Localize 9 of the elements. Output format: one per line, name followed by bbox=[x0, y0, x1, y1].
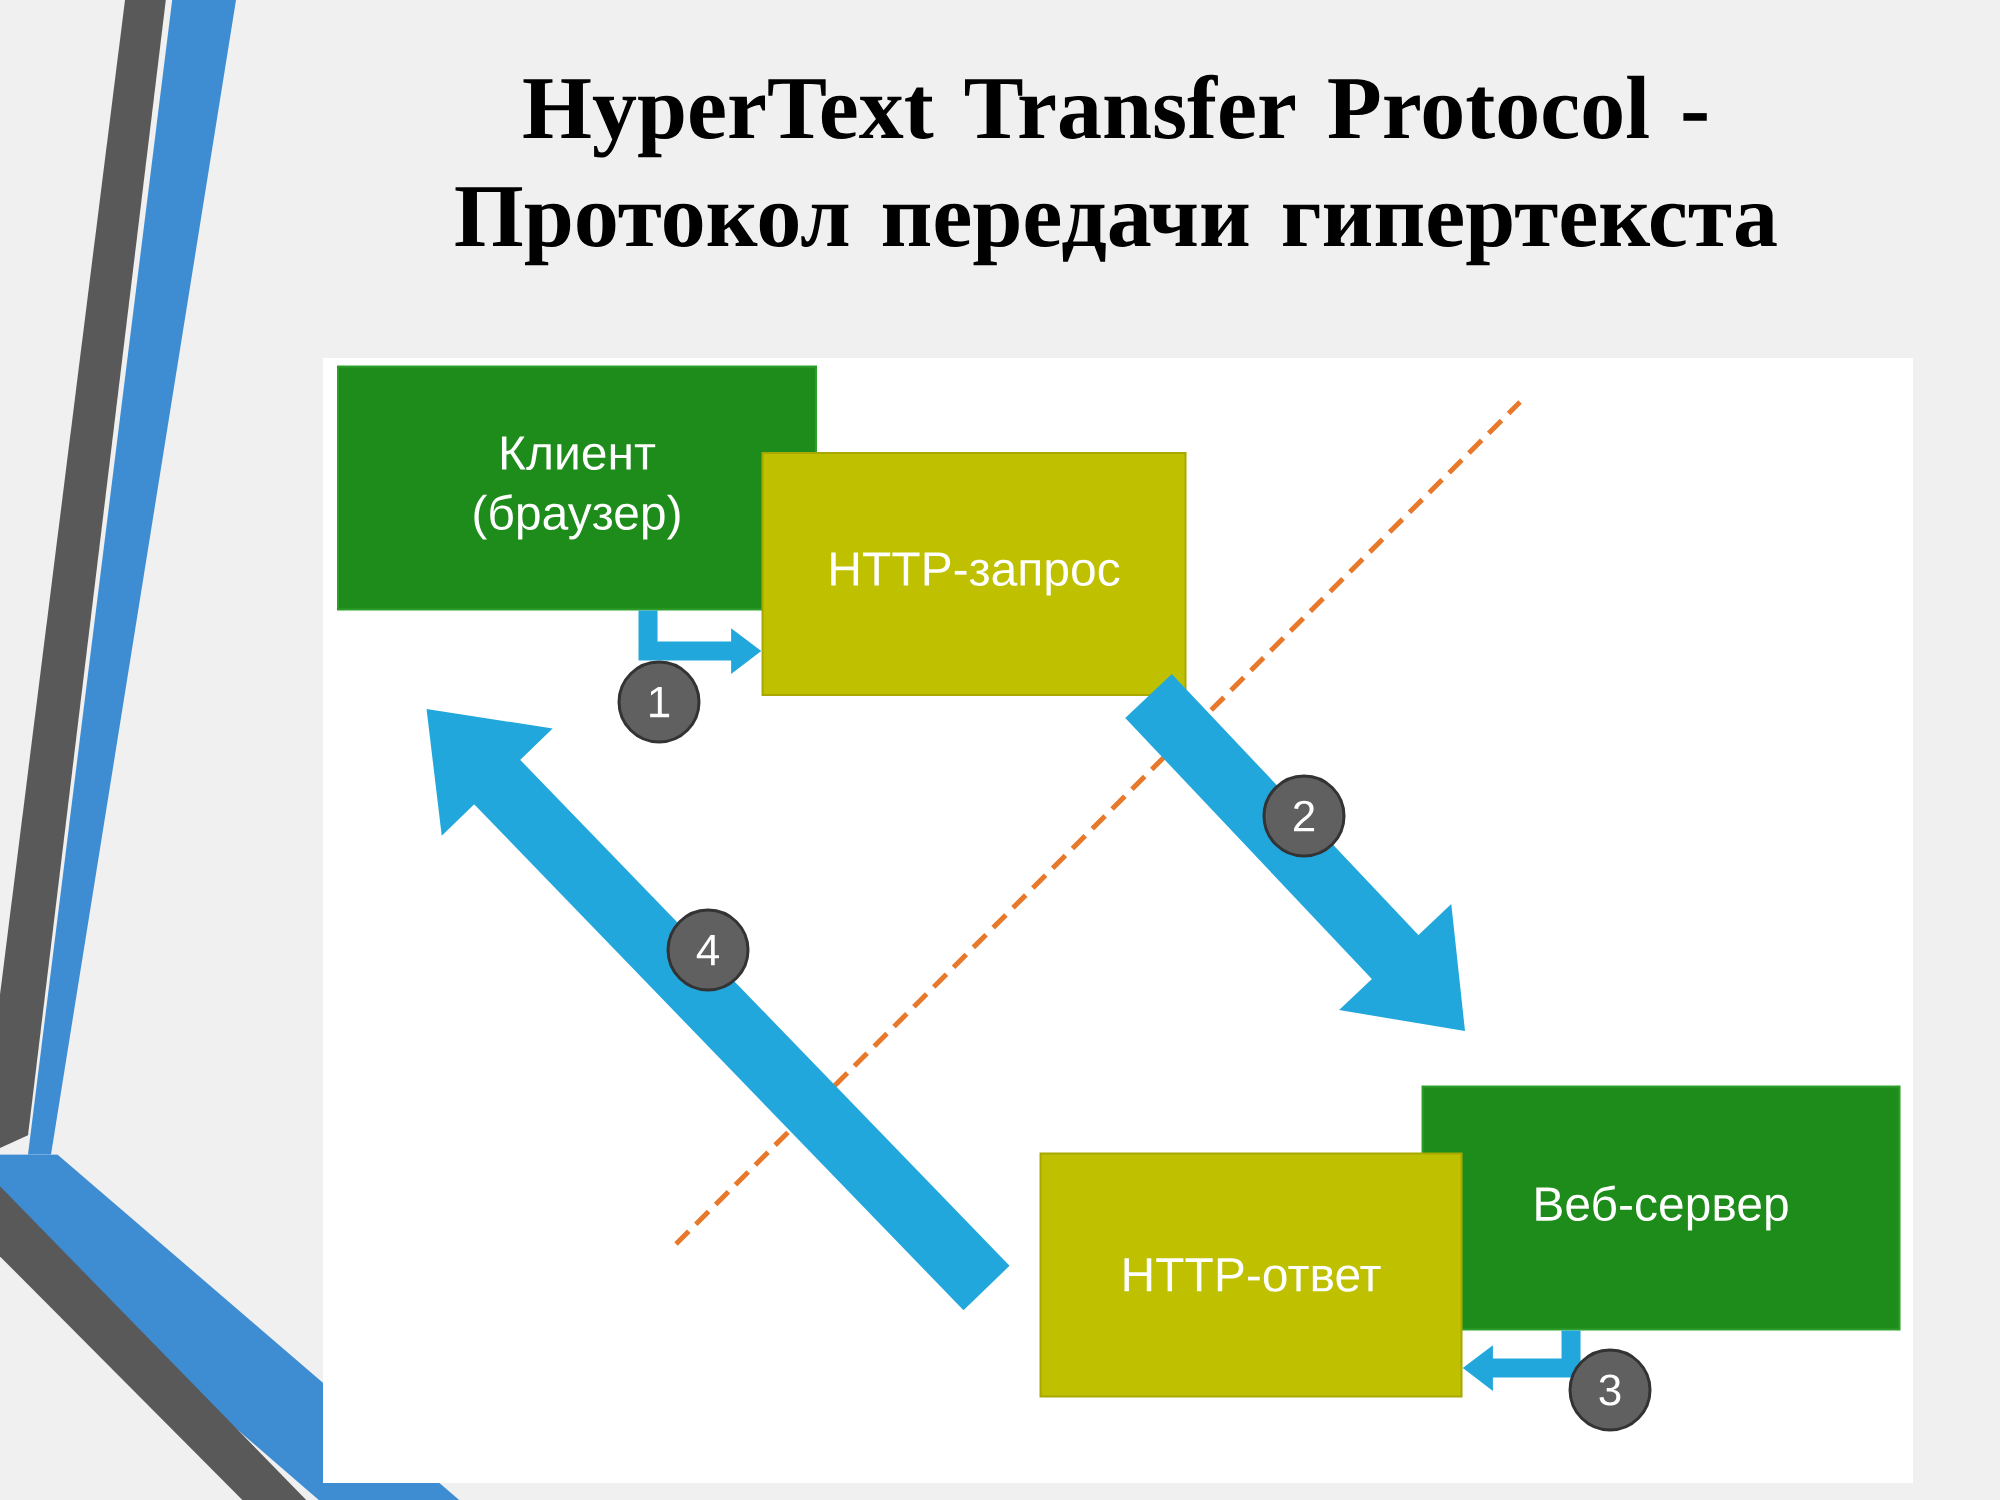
title: HyperText Transfer Protocol - Протокол передачи гипертекста bbox=[455, 74, 1777, 266]
callout-number: 3 bbox=[1568, 1348, 1652, 1432]
process-box: HTTP-запрос bbox=[761, 452, 1187, 696]
callout-number: 1 bbox=[617, 660, 701, 744]
callout-number: 4 bbox=[666, 908, 750, 992]
process-box: Веб-сервер bbox=[1421, 1085, 1901, 1331]
process-box: Клиент (браузер) bbox=[337, 365, 817, 611]
callout-number: 2 bbox=[1262, 774, 1346, 858]
process-box: HTTP-ответ bbox=[1039, 1152, 1463, 1398]
